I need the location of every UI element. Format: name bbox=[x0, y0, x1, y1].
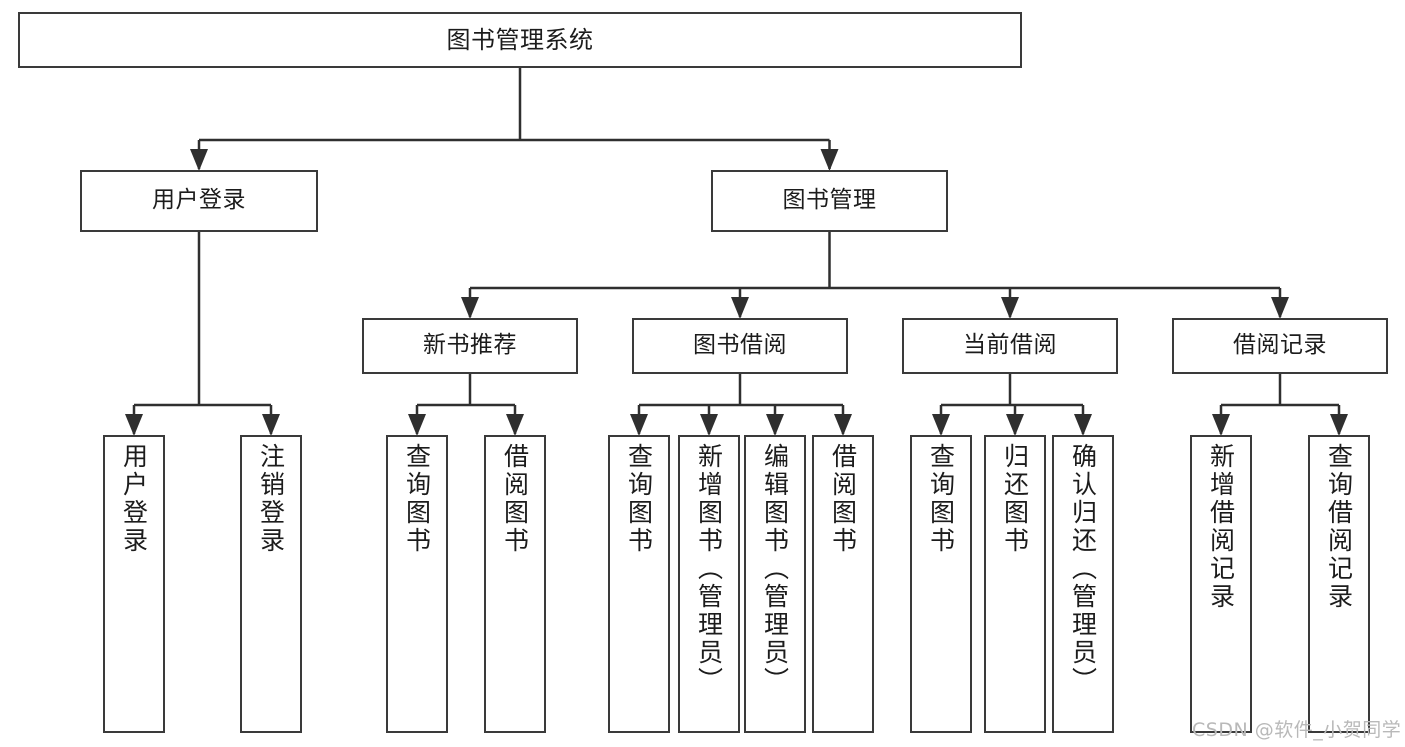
node-leaf-borrow-book[interactable]: 借阅图书 bbox=[812, 435, 874, 733]
node-leaf-borrow-book-rec[interactable]: 借阅图书 bbox=[484, 435, 546, 733]
node-label-leaf-query-book-current: 查询图书 bbox=[926, 443, 956, 555]
node-leaf-return-book[interactable]: 归还图书 bbox=[984, 435, 1046, 733]
node-user-login[interactable]: 用户登录 bbox=[80, 170, 318, 232]
node-label-leaf-add-record: 新增借阅记录 bbox=[1206, 443, 1236, 611]
node-root[interactable]: 图书管理系统 bbox=[18, 12, 1022, 68]
node-label-book-borrow: 图书借阅 bbox=[693, 332, 787, 359]
arrowhead-icon bbox=[834, 414, 852, 436]
node-borrow-record[interactable]: 借阅记录 bbox=[1172, 318, 1388, 374]
node-label-leaf-borrow-book-rec: 借阅图书 bbox=[500, 443, 530, 555]
node-label-leaf-confirm-return: 确认归还（管理员） bbox=[1068, 443, 1098, 695]
arrowhead-icon bbox=[1330, 414, 1348, 436]
node-label-current-borrow: 当前借阅 bbox=[963, 332, 1057, 359]
node-label-leaf-query-book-rec: 查询图书 bbox=[402, 443, 432, 555]
node-label-book-manage: 图书管理 bbox=[782, 187, 877, 214]
arrowhead-icon bbox=[766, 414, 784, 436]
node-leaf-add-record[interactable]: 新增借阅记录 bbox=[1190, 435, 1252, 733]
node-label-leaf-query-record: 查询借阅记录 bbox=[1324, 443, 1354, 611]
arrowhead-icon bbox=[820, 149, 839, 171]
node-label-leaf-add-book: 新增图书（管理员） bbox=[694, 443, 724, 695]
arrowhead-icon bbox=[262, 414, 280, 436]
arrowhead-icon bbox=[1001, 297, 1019, 319]
node-leaf-user-logout[interactable]: 注销登录 bbox=[240, 435, 302, 733]
node-leaf-query-book-rec[interactable]: 查询图书 bbox=[386, 435, 448, 733]
node-label-leaf-edit-book: 编辑图书（管理员） bbox=[760, 443, 790, 695]
node-leaf-edit-book[interactable]: 编辑图书（管理员） bbox=[744, 435, 806, 733]
arrowhead-icon bbox=[932, 414, 950, 436]
node-current-borrow[interactable]: 当前借阅 bbox=[902, 318, 1118, 374]
node-leaf-query-book-current[interactable]: 查询图书 bbox=[910, 435, 972, 733]
csdn-watermark: CSDN @软件_小贺同学 bbox=[1192, 719, 1402, 741]
arrowhead-icon bbox=[731, 297, 749, 319]
arrowhead-icon bbox=[190, 149, 208, 171]
arrowhead-icon bbox=[506, 414, 524, 436]
node-label-user-login: 用户登录 bbox=[152, 187, 246, 214]
arrowhead-icon bbox=[408, 414, 426, 436]
node-label-leaf-user-login: 用户登录 bbox=[119, 443, 149, 555]
node-leaf-query-book-borrow[interactable]: 查询图书 bbox=[608, 435, 670, 733]
node-leaf-query-record[interactable]: 查询借阅记录 bbox=[1308, 435, 1370, 733]
arrowhead-icon bbox=[1271, 297, 1289, 319]
node-new-book-rec[interactable]: 新书推荐 bbox=[362, 318, 578, 374]
node-leaf-confirm-return[interactable]: 确认归还（管理员） bbox=[1052, 435, 1114, 733]
node-label-new-book-rec: 新书推荐 bbox=[423, 332, 517, 359]
arrowhead-icon bbox=[461, 297, 479, 319]
node-leaf-user-login[interactable]: 用户登录 bbox=[103, 435, 165, 733]
node-label-leaf-borrow-book: 借阅图书 bbox=[828, 443, 858, 555]
node-book-borrow[interactable]: 图书借阅 bbox=[632, 318, 848, 374]
arrowhead-icon bbox=[630, 414, 648, 436]
node-label-borrow-record: 借阅记录 bbox=[1233, 332, 1327, 359]
node-leaf-add-book[interactable]: 新增图书（管理员） bbox=[678, 435, 740, 733]
arrowhead-icon bbox=[1006, 414, 1024, 436]
arrowhead-icon bbox=[700, 414, 718, 436]
arrowhead-icon bbox=[125, 414, 143, 436]
arrowhead-icon bbox=[1212, 414, 1230, 436]
node-label-root: 图书管理系统 bbox=[446, 25, 594, 54]
node-label-leaf-return-book: 归还图书 bbox=[1000, 443, 1030, 555]
node-book-manage[interactable]: 图书管理 bbox=[711, 170, 948, 232]
node-label-leaf-user-logout: 注销登录 bbox=[256, 443, 286, 555]
node-label-leaf-query-book-borrow: 查询图书 bbox=[624, 443, 654, 555]
arrowhead-icon bbox=[1074, 414, 1092, 436]
